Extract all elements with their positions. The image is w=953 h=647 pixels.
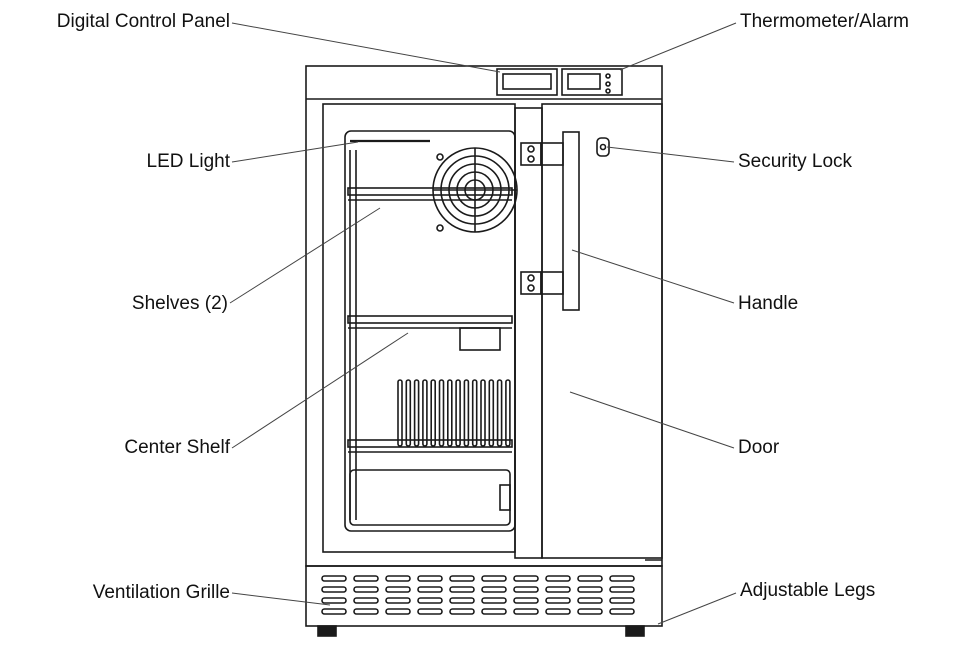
- grille-slot: [513, 597, 539, 604]
- grille-slot: [385, 608, 411, 615]
- door-hinge-bottom: [520, 271, 542, 295]
- leader-adjustable-legs: [657, 592, 737, 625]
- grille-slot: [449, 586, 475, 593]
- grille-slot: [513, 586, 539, 593]
- drain-plug: [499, 484, 511, 511]
- grille-slot: [321, 608, 347, 615]
- leader-lines: [229, 22, 737, 625]
- grille-slot: [545, 586, 571, 593]
- grille-slot: [449, 608, 475, 615]
- door-edge: [514, 107, 543, 559]
- shelf-top: [347, 187, 513, 201]
- grille-slot: [545, 608, 571, 615]
- grille-slot: [385, 597, 411, 604]
- grille-slot: [577, 608, 603, 615]
- evaporator-fins: [397, 379, 511, 447]
- thermometer-alarm-panel: [561, 68, 623, 96]
- bottom-basket: [349, 469, 511, 526]
- evaporator-fin: [413, 379, 420, 447]
- grille-slot: [385, 575, 411, 582]
- leg-left: [317, 625, 337, 637]
- fan: [432, 147, 518, 233]
- evaporator-fin: [463, 379, 470, 447]
- label-digital-control-panel: Digital Control Panel: [56, 11, 230, 32]
- leader-security-lock: [606, 146, 735, 163]
- evaporator-fin: [496, 379, 503, 447]
- evaporator-fin: [455, 379, 461, 447]
- grille-slot: [545, 575, 571, 582]
- evaporator-fin: [438, 379, 445, 447]
- grille-slot: [577, 575, 603, 582]
- grille-slot: [353, 608, 379, 615]
- grille-slot: [545, 597, 571, 604]
- evaporator-fin: [446, 379, 453, 447]
- grille-slot: [321, 586, 347, 593]
- grille-slot: [449, 597, 475, 604]
- grille-slot: [417, 586, 443, 593]
- evaporator-fin: [422, 379, 428, 447]
- label-ventilation-grille: Ventilation Grille: [92, 582, 230, 603]
- grille-slot: [417, 608, 443, 615]
- label-center-shelf: Center Shelf: [124, 437, 230, 458]
- label-security-lock: Security Lock: [738, 151, 853, 172]
- grille-slot: [481, 575, 507, 582]
- grille-slot: [481, 597, 507, 604]
- inner-liner: [344, 130, 516, 532]
- grille-slot: [513, 575, 539, 582]
- grille-slot: [577, 586, 603, 593]
- evaporator-fin: [397, 379, 403, 447]
- grille-slot: [577, 597, 603, 604]
- grille-slot: [481, 586, 507, 593]
- grille-slot: [321, 575, 347, 582]
- shelf-middle: [347, 315, 513, 351]
- grille-slot: [385, 586, 411, 593]
- door-hinge-top: [520, 142, 542, 166]
- leader-led-light: [231, 141, 359, 163]
- label-shelves: Shelves (2): [131, 293, 228, 314]
- evaporator-fin: [505, 379, 511, 447]
- base-housing: [305, 565, 663, 627]
- digital-control-panel: [496, 68, 558, 96]
- grille-slot: [513, 608, 539, 615]
- evaporator-fin: [471, 379, 478, 447]
- grille-slot: [449, 575, 475, 582]
- leader-shelves: [229, 207, 381, 304]
- leader-ventilation-grille: [231, 592, 331, 606]
- grille-slot: [353, 586, 379, 593]
- label-handle: Handle: [738, 293, 799, 314]
- handle-drawing: [540, 131, 580, 311]
- evaporator-fin: [488, 379, 495, 447]
- shelf-bottom: [347, 439, 513, 453]
- grille-slot: [321, 597, 347, 604]
- grille-slot: [609, 597, 635, 604]
- grille-slot: [609, 608, 635, 615]
- leader-digital-control-panel: [231, 22, 501, 73]
- leader-door: [569, 391, 735, 449]
- grille-slot: [353, 575, 379, 582]
- grille-slot: [353, 597, 379, 604]
- evaporator-fin: [480, 379, 486, 447]
- shelf-rails: [349, 150, 357, 520]
- evaporator-fin: [405, 379, 412, 447]
- door-panel: [541, 103, 663, 559]
- grille-slot: [417, 597, 443, 604]
- grille-slot: [417, 575, 443, 582]
- grille-slot: [609, 575, 635, 582]
- leader-thermometer-alarm: [619, 22, 737, 71]
- leader-handle: [571, 249, 735, 304]
- label-door: Door: [738, 437, 780, 458]
- leader-center-shelf: [231, 332, 409, 449]
- evaporator-fin: [430, 379, 437, 447]
- leg-right: [625, 625, 645, 637]
- label-thermometer-alarm: Thermometer/Alarm: [740, 11, 909, 32]
- grille-slot: [481, 608, 507, 615]
- ventilation-grille-drawing: [321, 575, 635, 615]
- label-adjustable-legs: Adjustable Legs: [740, 580, 876, 601]
- label-led-light: LED Light: [146, 151, 230, 172]
- grille-slot: [609, 586, 635, 593]
